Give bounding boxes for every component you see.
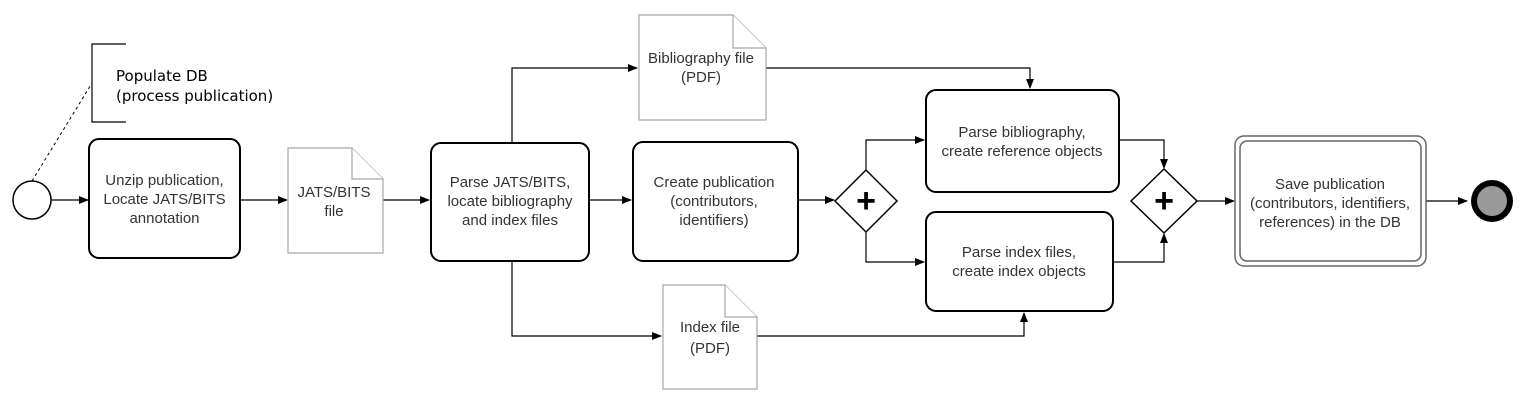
annotation-line1: Populate DB <box>116 67 208 85</box>
gateway-split-plus-icon: + <box>856 182 876 220</box>
gateway-join-plus-icon: + <box>1154 182 1174 220</box>
flow-bibliography-to-parse-bib <box>766 67 1034 89</box>
task-parse-jats-line2: locate bibliography <box>447 193 573 210</box>
flow-split-to-parse-bib <box>865 136 925 170</box>
task-unzip-publication[interactable]: Unzip publication, Locate JATS/BITS anno… <box>88 138 241 259</box>
flow-parse-to-bibliography <box>511 64 638 142</box>
flow-parse-index-to-join <box>1113 233 1168 263</box>
parallel-gateway-split[interactable]: + <box>833 168 899 234</box>
end-event[interactable] <box>1471 180 1513 222</box>
annotation-association <box>31 82 93 182</box>
data-object-index-file[interactable]: Index file (PDF) <box>662 284 758 390</box>
task-create-line1: Create publication <box>654 174 775 191</box>
doc-index-line1: Index file <box>680 319 740 336</box>
data-object-bibliography-file[interactable]: Bibliography file (PDF) <box>638 14 767 121</box>
doc-index-line2: (PDF) <box>690 340 730 357</box>
task-create-line2: (contributors, <box>670 193 758 210</box>
flow-index-to-parse-index <box>757 312 1028 337</box>
task-parse-index-line1: Parse index files, <box>962 244 1076 261</box>
task-parse-bibliography[interactable]: Parse bibliography, create reference obj… <box>925 89 1120 193</box>
task-parse-jats[interactable]: Parse JATS/BITS, locate bibliography and… <box>430 142 590 262</box>
task-save-line2: (contributors, identifiers, <box>1250 195 1410 212</box>
task-save-publication[interactable]: Save publication (contributors, identifi… <box>1234 135 1427 267</box>
task-unzip-line2: Locate JATS/BITS <box>103 191 225 208</box>
task-parse-bib-line1: Parse bibliography, <box>958 124 1085 141</box>
task-parse-jats-line1: Parse JATS/BITS, <box>450 174 571 191</box>
flow-parse-to-index <box>511 262 662 340</box>
task-create-publication[interactable]: Create publication (contributors, identi… <box>632 141 799 262</box>
task-parse-bib-line2: create reference objects <box>942 143 1103 160</box>
doc-jats-line1: JATS/BITS <box>297 184 370 201</box>
task-parse-jats-line3: and index files <box>462 212 558 229</box>
start-event[interactable] <box>12 180 52 220</box>
doc-bibliography-line2: (PDF) <box>681 69 721 86</box>
task-save-line3: references) in the DB <box>1259 214 1401 231</box>
task-unzip-line1: Unzip publication, <box>105 172 223 189</box>
data-object-jats-file[interactable]: JATS/BITS file <box>287 147 384 254</box>
doc-jats-line2: file <box>324 203 343 220</box>
task-parse-index-line2: create index objects <box>952 263 1085 280</box>
task-unzip-line3: annotation <box>129 210 199 227</box>
task-save-line1: Save publication <box>1275 176 1385 193</box>
sequence-flows <box>51 64 1468 340</box>
task-parse-index-files[interactable]: Parse index files, create index objects <box>925 211 1114 312</box>
parallel-gateway-join[interactable]: + <box>1129 167 1199 235</box>
task-create-line3: identifiers) <box>679 212 748 229</box>
annotation-line2: (process publication) <box>116 87 273 105</box>
flow-parse-bib-to-join <box>1119 139 1168 169</box>
doc-bibliography-line1: Bibliography file <box>648 50 754 67</box>
flow-split-to-parse-index <box>865 232 925 266</box>
text-annotation: Populate DB (process publication) <box>31 43 273 182</box>
